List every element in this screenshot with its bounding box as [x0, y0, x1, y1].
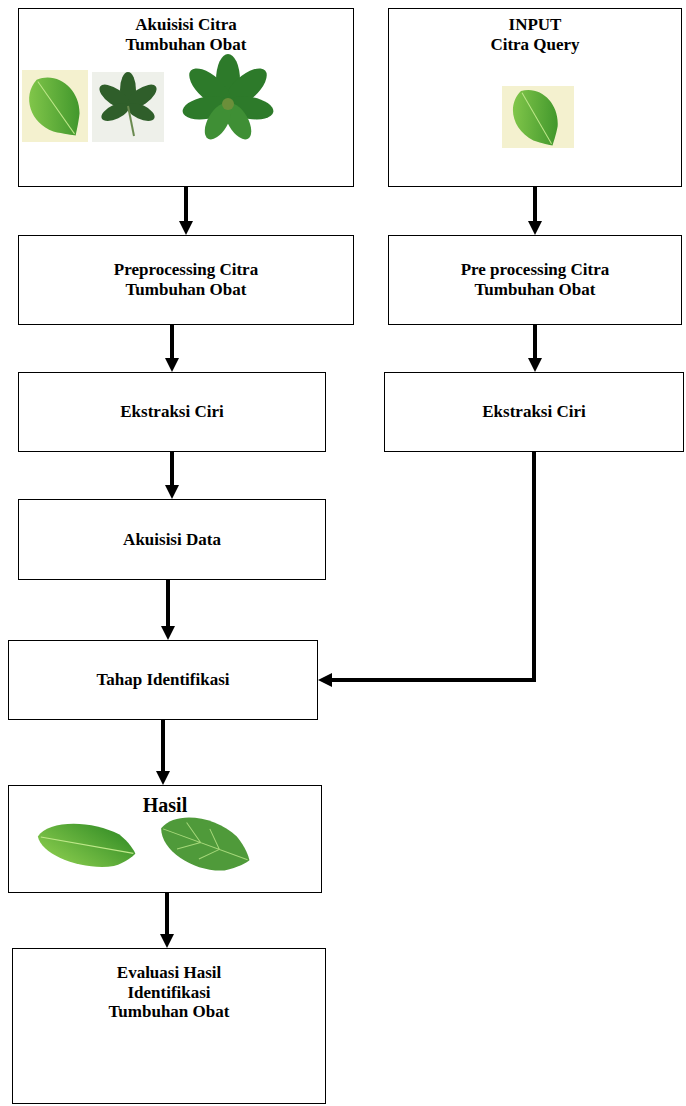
process-box: Tahap Identifikasi	[8, 640, 318, 720]
box-label: Ekstraksi Ciri	[120, 402, 223, 422]
box-label: Ekstraksi Ciri	[482, 402, 585, 422]
flow-arrow	[184, 187, 188, 221]
photo-ground	[92, 72, 164, 142]
flow-arrow	[166, 580, 170, 626]
flow-arrow	[332, 452, 534, 680]
process-box: Preprocessing Citra Tumbuhan Obat	[18, 235, 354, 325]
betel-leaf	[34, 816, 139, 873]
box-label: Pre processing Citra Tumbuhan Obat	[435, 260, 635, 299]
process-box: Akuisisi Data	[18, 499, 326, 580]
process-box: INPUT Citra Query	[388, 8, 682, 187]
box-label: Tahap Identifikasi	[96, 670, 229, 690]
flow-arrow	[170, 325, 174, 358]
betel-leaf	[153, 806, 257, 882]
box-label: Evaluasi Hasil Identifikasi Tumbuhan Oba…	[94, 963, 244, 1022]
box-label: Akuisisi Data	[123, 530, 221, 550]
process-box: Pre processing Citra Tumbuhan Obat	[388, 235, 682, 325]
papaya-leaf	[96, 72, 161, 136]
palmate-leaf	[181, 54, 275, 144]
flow-arrow	[165, 893, 169, 934]
process-box: Akuisisi Citra Tumbuhan Obat	[18, 8, 354, 187]
process-box: Ekstraksi Ciri	[18, 372, 326, 452]
flow-arrow	[161, 720, 165, 771]
process-box: Ekstraksi Ciri	[384, 372, 684, 452]
box-label: Hasil	[143, 794, 187, 817]
process-box: Evaluasi Hasil Identifikasi Tumbuhan Oba…	[12, 948, 326, 1104]
process-box: Hasil	[8, 785, 322, 893]
betel-leaf	[18, 67, 95, 149]
box-label: Preprocessing Citra Tumbuhan Obat	[86, 260, 286, 299]
flow-arrow	[533, 187, 537, 221]
betel-leaf	[503, 81, 570, 156]
box-label: Akuisisi Citra Tumbuhan Obat	[116, 15, 256, 54]
flow-arrow	[170, 452, 174, 485]
box-label: INPUT Citra Query	[489, 15, 582, 54]
flow-arrow	[533, 325, 537, 358]
